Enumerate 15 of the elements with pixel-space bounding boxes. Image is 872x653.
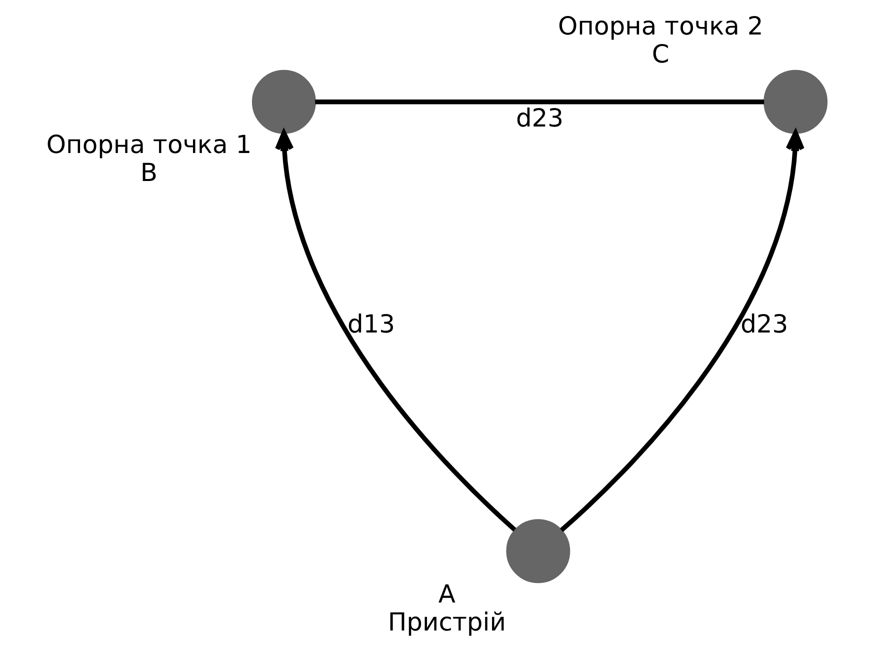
arrow	[275, 130, 516, 532]
node-circle	[506, 519, 570, 584]
edge-label: d23	[516, 104, 564, 133]
node-label: Опорна точка 1	[46, 130, 252, 160]
node-circle	[252, 70, 316, 134]
edge-label: d23	[740, 309, 788, 338]
node-label: C	[652, 40, 670, 69]
connector	[315, 100, 764, 104]
edge-label: d13	[347, 309, 396, 338]
node-circle	[764, 70, 828, 134]
node-label: Пристрій	[388, 607, 506, 636]
node-label: B	[140, 158, 158, 188]
arrow	[560, 130, 804, 532]
node-label: Опорна точка 2	[558, 11, 764, 40]
node-label: A	[438, 579, 456, 608]
